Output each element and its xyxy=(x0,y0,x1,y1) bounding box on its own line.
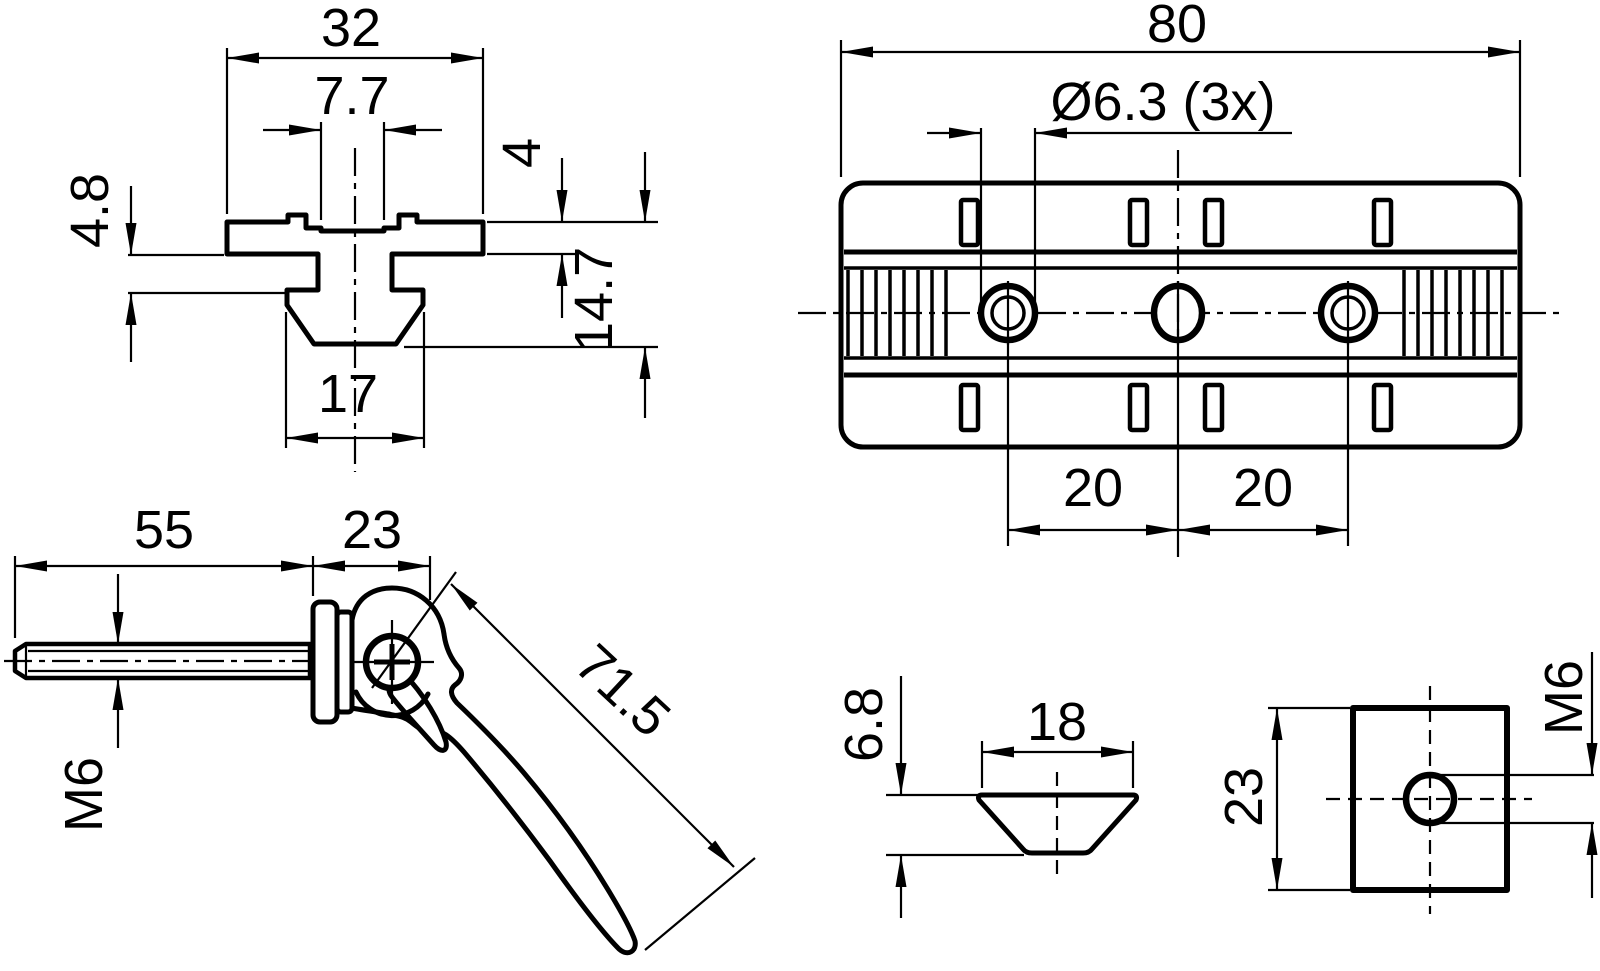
dim-m6-thread-group: M6 xyxy=(1436,652,1598,898)
dim-23-group: 23 xyxy=(313,500,432,600)
dim-55-label: 55 xyxy=(134,500,194,560)
dim-4-label: 4 xyxy=(492,138,552,168)
profile-inner-contour-left xyxy=(232,257,314,287)
dim-m6-group: M6 xyxy=(54,574,124,832)
dim-18-label: 18 xyxy=(1027,692,1087,752)
dim-32-label: 32 xyxy=(321,0,381,58)
slot xyxy=(958,382,981,433)
view-lever-side: 55 23 M6 71.5 xyxy=(4,500,756,956)
dim-23v-group: 23 xyxy=(1214,706,1350,892)
dim-7-7-label: 7.7 xyxy=(314,66,389,126)
profile-inner-contour-right xyxy=(396,257,478,287)
dim-m6-thread-label: M6 xyxy=(1534,660,1594,735)
dim-20-right-label: 20 xyxy=(1233,458,1293,518)
lever-cam-arc xyxy=(353,689,431,719)
slot xyxy=(1202,197,1225,248)
dim-14-7-label: 14.7 xyxy=(564,247,624,352)
dim-m6-label: M6 xyxy=(54,757,114,832)
washer xyxy=(310,599,340,725)
dim-18-group: 18 xyxy=(980,692,1135,788)
dim-4-8-group: 4.8 xyxy=(60,173,285,362)
dim-17-group: 17 xyxy=(284,312,426,448)
dim-55-group: 55 xyxy=(13,500,315,638)
dim-hole-dia-group: Ø6.3 (3x) xyxy=(927,72,1292,318)
dim-line xyxy=(450,583,735,868)
dim-23v-label: 23 xyxy=(1214,767,1274,827)
hole-right xyxy=(1317,281,1379,345)
clamp-flange xyxy=(334,609,355,715)
ext-line xyxy=(644,857,756,951)
dim-4-8-label: 4.8 xyxy=(60,173,120,248)
view-profile-section: 32 7.7 4.8 4 14.7 xyxy=(60,0,658,472)
ext-line xyxy=(371,571,457,689)
view-plate-top: 80 Ø6.3 (3x) 20 20 xyxy=(798,0,1562,557)
hole-left xyxy=(977,281,1039,345)
dim-80-group: 80 xyxy=(839,0,1522,177)
dim-hole-dia-label: Ø6.3 (3x) xyxy=(1050,72,1275,132)
plate-slots-bottom xyxy=(958,382,1394,433)
dim-32-group: 32 xyxy=(225,0,485,214)
dim-17-label: 17 xyxy=(318,364,378,424)
dim-23-label: 23 xyxy=(342,500,402,560)
slot xyxy=(1371,382,1394,433)
dim-14-7-group: 14.7 xyxy=(404,152,658,418)
dim-80-label: 80 xyxy=(1147,0,1207,54)
dim-7-7-group: 7.7 xyxy=(263,66,442,220)
dim-4-group: 4 xyxy=(487,138,658,318)
dim-20-left-label: 20 xyxy=(1063,458,1123,518)
slot xyxy=(958,197,981,248)
slot xyxy=(1127,197,1150,248)
dim-20-20-group: 20 20 xyxy=(1006,150,1350,557)
dim-71-5-label: 71.5 xyxy=(564,633,682,749)
plate-slots-top xyxy=(958,197,1394,248)
dim-6-8-group: 6.8 xyxy=(834,676,1024,918)
dim-6-8-label: 6.8 xyxy=(834,687,894,762)
view-tnut-top: 23 M6 xyxy=(1214,652,1598,914)
slot xyxy=(1371,197,1394,248)
slot xyxy=(1127,382,1150,433)
slot xyxy=(1202,382,1225,433)
view-tnut-side: 18 6.8 xyxy=(834,676,1140,918)
